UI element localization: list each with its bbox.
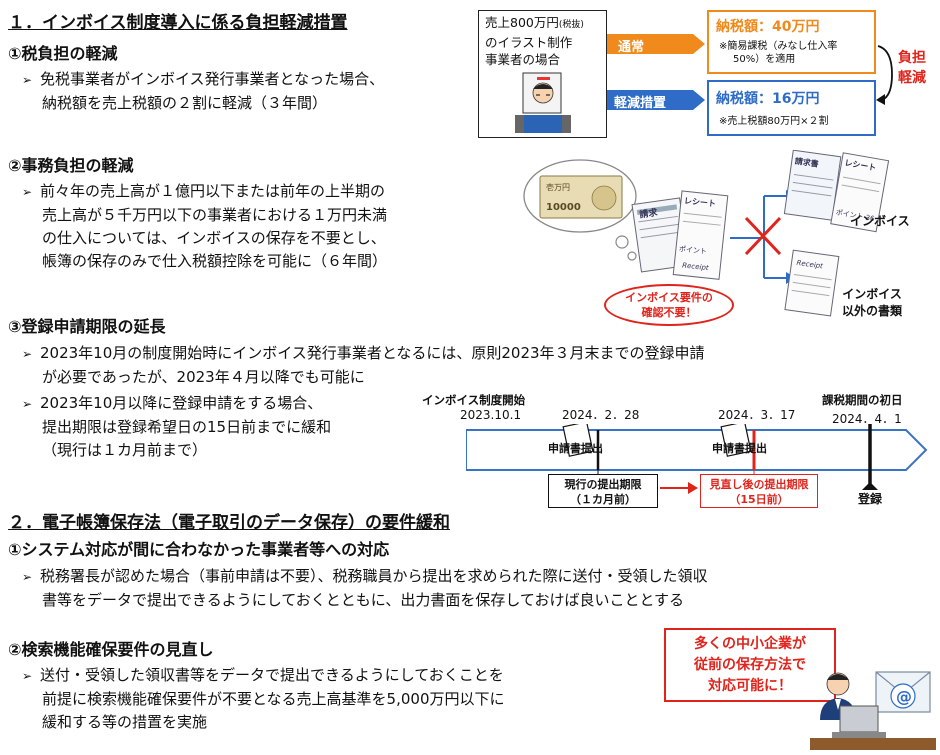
registration-bullet-2: ➢2023年10月以降に登録申請をする場合、 提出期限は登録希望日の15日前まで… [22, 394, 332, 459]
tax-burden-bullet: ➢免税事業者がインボイス発行事業者となった場合、 納税額を売上税額の２割に軽減（… [22, 70, 385, 112]
submission-doc-icon-2 [720, 424, 752, 457]
register-label: 登録 [858, 492, 883, 506]
system-bullet: ➢税務署長が認めた場合（事前申請は不要）、税務職員から提出を求められた際に送付・… [22, 567, 708, 609]
doc-seikyu: 請求 [639, 206, 659, 221]
doc-point: ポイント [679, 245, 708, 256]
illustrator-person-icon [515, 72, 571, 133]
sme-callout-box: 多くの中小企業が 従前の保存方法で 対応可能に！ [664, 628, 836, 702]
doc-receipt-en-right: Receipt [796, 259, 824, 271]
reduced-tax-box: 納税額：16万円 ※売上税額80万円×２割 [707, 80, 876, 136]
admin-burden-bullet: ➢前々年の売上高が１億円以下または前年の上半期の 売上高が５千万円以下の事業者に… [22, 182, 388, 270]
timeline-end-label: 課税期間の初日 [822, 393, 903, 407]
doc-receipt-en: Receipt [682, 261, 709, 272]
non-invoice-label: インボイス 以外の書類 [842, 287, 903, 318]
subsection-tax-burden-heading: ①税負担の軽減 [8, 44, 118, 63]
tax-branch-arrows [607, 34, 705, 110]
case-box: 売上800万円(税抜) のイラスト制作 事業者の場合 [478, 10, 607, 138]
registration-bullet-1: ➢2023年10月の制度開始時にインボイス発行事業者となるには、原則2023年３… [22, 344, 705, 386]
bullet-arrow-icon: ➢ [22, 570, 33, 584]
timeline-end-date: 2024．4．1 [832, 412, 902, 426]
reduced-label: 軽減措置 [614, 96, 667, 111]
email-at-icon: @ [896, 687, 912, 706]
subsection-system-heading: ①システム対応が間に合わなかった事業者等への対応 [8, 540, 390, 559]
reduced-arrow [607, 90, 705, 110]
submission-doc-icon-1 [562, 424, 594, 457]
subsection-admin-burden-heading: ②事務負担の軽減 [8, 156, 134, 175]
doc-seikyu2: 請求書 [794, 156, 819, 169]
subsection-registration-heading: ③登録申請期限の延長 [8, 317, 166, 336]
subsection-search-heading: ②検索機能確保要件の見直し [8, 640, 214, 659]
revised-deadline-box: 見直し後の提出期限 （15日前） [700, 474, 818, 508]
normal-arrow [607, 34, 705, 54]
section1-heading: １．インボイス制度導入に係る負担軽減措置 [8, 13, 348, 33]
search-bullet: ➢送付・受領した領収書等をデータで提出できるようにしておくことを 前提に検索機能… [22, 666, 505, 731]
no-check-callout: インボイス要件の 確認不要！ [604, 284, 734, 326]
timeline-start-date: 2023.10.1 [460, 408, 522, 422]
bullet-arrow-icon: ➢ [22, 347, 33, 361]
laptop-person-icon: @ [810, 671, 936, 750]
bullet-arrow-icon: ➢ [22, 185, 33, 199]
section2-heading: ２．電子帳簿保存法（電子取引のデータ保存）の要件緩和 [8, 513, 450, 533]
invoice-diagram: 壱万円 10000 請求 レシート ポイント Receipt 請求書 レシート [523, 150, 890, 317]
bullet-arrow-icon: ➢ [22, 397, 33, 411]
burden-reduce-arrow [876, 45, 893, 105]
normal-tax-box: 納税額：40万円 ※簡易課税（みなし仕入率 50%）を適用 [707, 10, 876, 74]
burden-reduce-label: 負担 軽減 [898, 50, 926, 86]
timeline-submit-1: 申請書提出 [548, 442, 603, 455]
timeline-start-label: インボイス制度開始 [422, 393, 526, 407]
timeline-arrow [466, 429, 928, 471]
doc-receipt: レシート [684, 196, 717, 208]
current-deadline-box: 現行の提出期限 （１カ月前） [548, 474, 658, 508]
invoice-label: インボイス [850, 214, 910, 228]
timeline-date-1: 2024．2．28 [562, 408, 640, 422]
bullet-arrow-icon: ➢ [22, 669, 33, 683]
bill-number: 10000 [546, 202, 581, 213]
timeline-bar [466, 424, 928, 490]
bullet-arrow-icon: ➢ [22, 73, 33, 87]
normal-label: 通常 [618, 40, 645, 55]
timeline-date-2: 2024．3．17 [718, 408, 796, 422]
timeline-submit-2: 申請書提出 [712, 442, 767, 455]
current-to-revised-arrow [660, 482, 698, 494]
bill-amount: 壱万円 [546, 182, 570, 192]
